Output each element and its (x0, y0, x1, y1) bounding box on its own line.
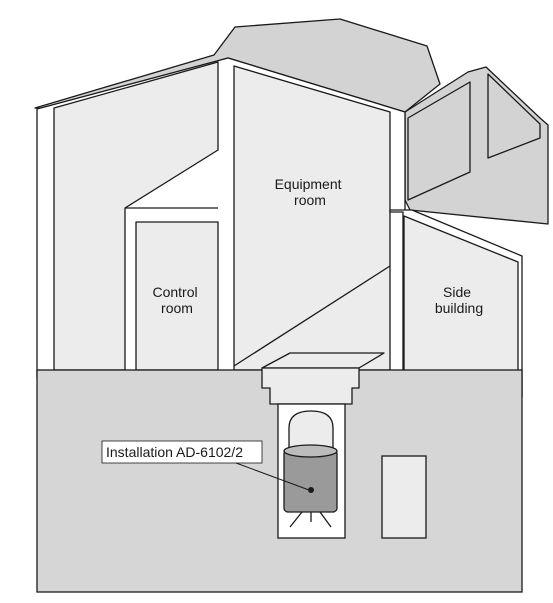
side-building-label: Side building (435, 284, 483, 316)
installation-callout: Installation AD-6102/2 (101, 440, 310, 491)
control-room-label-line1: Control (152, 284, 197, 300)
callout-leader (235, 462, 310, 491)
device-cylinder-top (283, 444, 338, 458)
equipment-room-label: Equipment room (275, 176, 346, 208)
floor-diagonal (233, 265, 391, 367)
annex-windows (407, 73, 541, 201)
equipment-room-label-line2: room (294, 192, 326, 208)
main-building (36, 57, 406, 379)
callout-box (101, 440, 263, 464)
device-indicator-dot (308, 487, 314, 493)
control-room-label-line2: room (161, 300, 193, 316)
side-building-label-line1: Side (443, 284, 471, 300)
annex-window-right (487, 73, 541, 159)
hatch-body (261, 367, 360, 405)
device-leg-left (289, 511, 303, 528)
device-leg-right (319, 511, 332, 528)
device-cylinder (283, 449, 338, 513)
ground-door (381, 455, 427, 539)
side-building-label-line2: building (435, 300, 483, 316)
equipment-room-panel (233, 65, 391, 371)
hatch (261, 352, 385, 405)
installation-label: Installation AD-6102/2 (106, 444, 243, 460)
side-building (389, 209, 523, 398)
device-dome (288, 410, 334, 453)
equipment-room-label-line1: Equipment (275, 176, 342, 192)
annex-window-left (407, 81, 471, 201)
installation-device (283, 410, 338, 528)
control-room-label: Control room (152, 284, 201, 316)
